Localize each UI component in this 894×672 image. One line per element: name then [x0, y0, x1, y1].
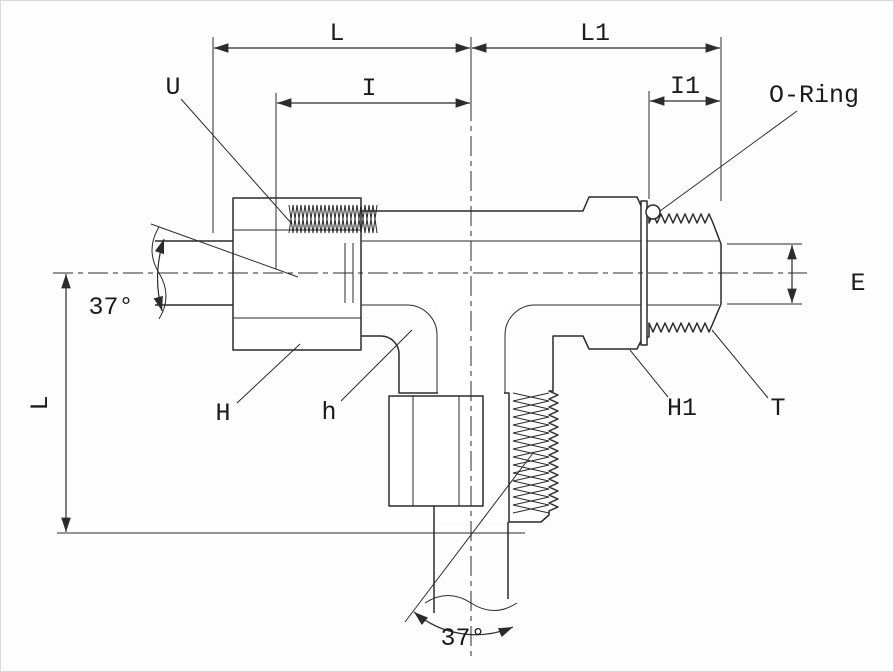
leader-t [711, 329, 769, 399]
label-oring: O-Ring [769, 81, 859, 110]
label-dim-H1: H1 [667, 394, 697, 423]
label-dim-T: T [770, 394, 785, 423]
leader-h-cap [236, 343, 301, 404]
label-dim-U: U [165, 73, 180, 102]
branch-fillet-right [504, 304, 536, 336]
bottom-threads-cross [512, 392, 550, 514]
label-dim-I1: I1 [670, 72, 700, 101]
label-dim-E: E [850, 269, 865, 298]
label-angle-left: 37° [88, 293, 133, 322]
left-threads [288, 204, 378, 234]
flare-cone-line-left [150, 223, 299, 278]
angle-arc-bottom [413, 611, 514, 638]
bottom-nut [388, 395, 484, 507]
left-threads-cross [288, 204, 378, 234]
label-dim-L-left: L [26, 395, 55, 410]
left-nut [232, 197, 362, 351]
label-dim-H: H [215, 399, 230, 428]
angle-arc-left [153, 238, 165, 312]
leader-h1 [629, 349, 669, 398]
flare-cone-line-bottom [404, 452, 534, 623]
fitting-body [358, 196, 722, 523]
leader-oring [659, 110, 798, 212]
label-angle-bottom: 37° [440, 624, 485, 653]
label-dim-L-top: L [329, 19, 344, 48]
leader-h-small [340, 329, 413, 402]
label-dim-h: h [321, 398, 336, 427]
leader-u [180, 98, 293, 225]
label-dim-L1: L1 [580, 19, 610, 48]
o-ring-seal [645, 204, 661, 220]
label-dim-I: I [361, 74, 376, 103]
branch-fillet-left [406, 304, 438, 336]
